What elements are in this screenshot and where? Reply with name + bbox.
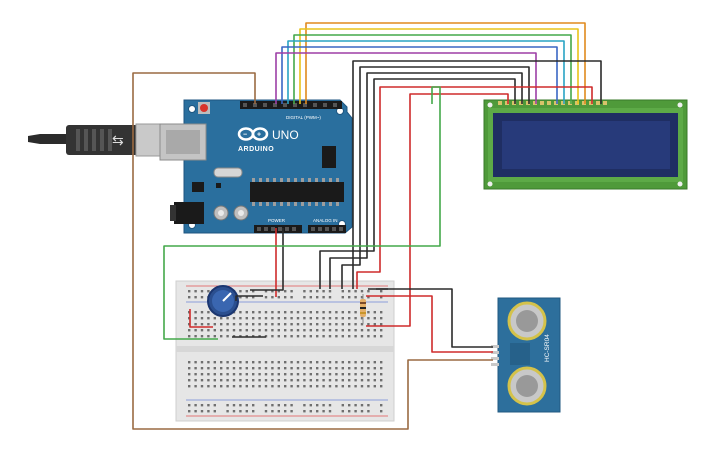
wire-cyan xyxy=(287,40,565,104)
arduino-brand-label: ARDUINO xyxy=(238,146,274,153)
arduino-logo: − + xyxy=(237,127,269,141)
reset-button-icon[interactable] xyxy=(198,102,210,114)
wire-green-top xyxy=(293,34,572,104)
wire-blue xyxy=(281,46,558,104)
ultrasonic-sensor: HC-SR04 xyxy=(491,297,561,413)
svg-text:+: + xyxy=(257,132,261,139)
wire-black-2 xyxy=(341,66,530,289)
wire-red-lcd-a xyxy=(356,86,593,289)
wire-orange xyxy=(305,22,586,104)
resistor-icon xyxy=(360,294,366,324)
wires xyxy=(132,22,602,430)
usb-plug-icon: ⇆ xyxy=(28,123,165,157)
arduino-board[interactable]: − + ARDUINO UNO DIGITAL (PWM~) POWER ANA… xyxy=(159,99,353,234)
wire-yellow xyxy=(299,28,579,104)
power-header-label: POWER xyxy=(268,218,286,223)
wire-green-bottom xyxy=(163,86,441,340)
wire-brown-top xyxy=(132,72,493,430)
sensor-model-label: HC-SR04 xyxy=(544,334,551,362)
digital-header-label: DIGITAL (PWM~) xyxy=(286,115,321,120)
svg-text:−: − xyxy=(243,132,247,139)
wire-black-1 xyxy=(352,60,602,289)
wire-black-pot xyxy=(235,295,263,301)
wire-red-pot xyxy=(189,309,213,328)
svg-text:⇆: ⇆ xyxy=(112,132,124,148)
potentiometer-icon[interactable] xyxy=(207,285,239,317)
wire-red-sensor xyxy=(366,295,493,353)
arduino-model-label: UNO xyxy=(272,128,299,142)
wire-black-gnd xyxy=(250,228,284,291)
wire-black-3 xyxy=(329,72,523,289)
wire-purple xyxy=(275,52,537,104)
wire-black-sensor xyxy=(376,288,493,348)
wire-red-lcd-b xyxy=(366,93,509,327)
wire-black-4 xyxy=(319,78,516,289)
analog-header-label: ANALOG IN xyxy=(313,218,338,223)
lcd-display xyxy=(483,99,688,190)
